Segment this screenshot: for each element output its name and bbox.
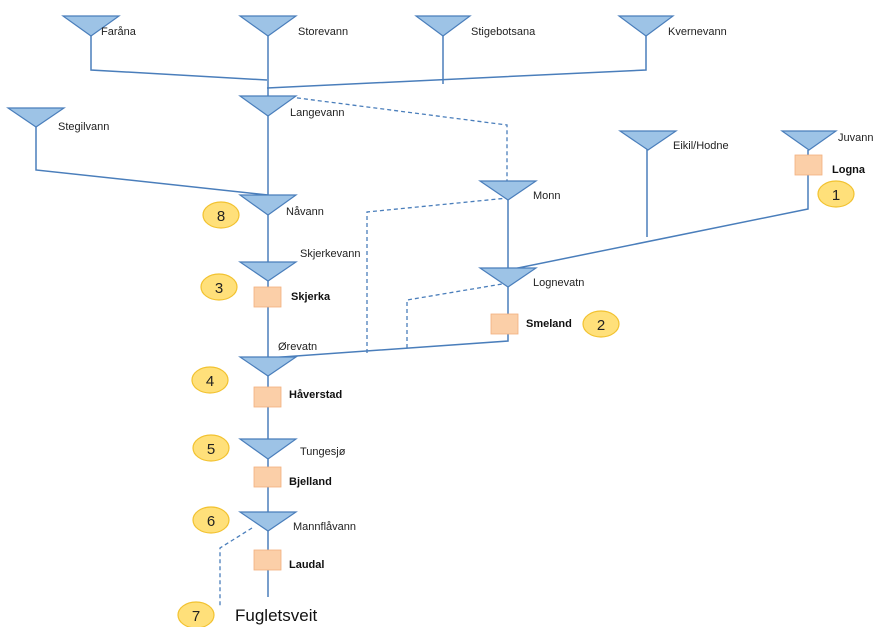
reservoir-triangle-icon <box>238 194 298 216</box>
reservoir-label: Kvernevann <box>668 26 727 38</box>
reservoir-lognevatn: Lognevatn <box>478 267 584 289</box>
reservoir-triangle-icon <box>238 261 298 282</box>
reservoir-triangle-icon <box>414 15 472 37</box>
svg-text:7: 7 <box>192 608 200 625</box>
reservoir-farana: Faråna <box>61 15 137 38</box>
plant-label: Skjerka <box>291 291 331 303</box>
reservoir-triangle-icon <box>6 107 66 128</box>
reservoir-orevatn: Ørevatn <box>238 341 317 377</box>
reservoir-triangle-icon <box>618 130 678 151</box>
reservoir-juvann: Juvann <box>780 130 873 151</box>
svg-text:4: 4 <box>206 373 214 390</box>
plant-box-icon <box>253 386 282 408</box>
reservoir-triangle-icon <box>238 438 298 460</box>
plant-box-icon <box>253 286 282 308</box>
svg-text:8: 8 <box>217 208 225 225</box>
plant-box-icon <box>794 154 823 176</box>
reservoir-skjerkevann: Skjerkevann <box>238 248 361 282</box>
svg-text:3: 3 <box>215 280 223 297</box>
reservoir-tungesjo: Tungesjø <box>238 438 346 460</box>
reservoir-stegilvann: Stegilvann <box>6 107 109 133</box>
reservoir-storevann: Storevann <box>238 15 348 38</box>
reservoir-stigebotsana: Stigebotsana <box>414 15 536 38</box>
badge-7: 7 <box>177 601 215 627</box>
plant-smeland: Smeland <box>490 313 572 335</box>
reservoir-label: Langevann <box>290 107 344 119</box>
svg-text:5: 5 <box>207 441 215 458</box>
plant-box-icon <box>253 466 282 488</box>
reservoir-kvernevann: Kvernevann <box>617 15 727 38</box>
outlet-label: Fugletsveit <box>235 606 317 625</box>
reservoir-label: Stigebotsana <box>471 26 536 38</box>
plant-label: Bjelland <box>289 476 332 488</box>
badge-8: 8 <box>202 201 240 229</box>
reservoir-label: Faråna <box>101 26 137 38</box>
reservoir-label: Ørevatn <box>278 341 317 353</box>
reservoir-label: Mannflåvann <box>293 521 356 533</box>
badge-6: 6 <box>192 506 230 534</box>
badge-5: 5 <box>192 434 230 462</box>
reservoir-label: Eikil/Hodne <box>673 140 729 152</box>
reservoir-langevann: Langevann <box>238 95 344 119</box>
badge-2: 2 <box>582 310 620 338</box>
plant-label: Laudal <box>289 559 324 571</box>
reservoir-triangle-icon <box>617 15 675 37</box>
reservoir-label: Stegilvann <box>58 121 109 133</box>
reservoir-triangle-icon <box>478 180 538 201</box>
badge-1: 1 <box>817 180 855 208</box>
reservoir-triangle-icon <box>238 356 298 377</box>
plant-label: Logna <box>832 164 866 176</box>
plant-label: Smeland <box>526 318 572 330</box>
badge-3: 3 <box>200 273 238 301</box>
solid-connections <box>35 36 809 597</box>
reservoir-label: Juvann <box>838 132 873 144</box>
reservoir-triangle-icon <box>238 95 298 117</box>
reservoir-triangle-icon <box>238 511 298 532</box>
reservoir-label: Monn <box>533 190 561 202</box>
reservoir-label: Tungesjø <box>300 446 346 458</box>
reservoir-mannflavann: Mannflåvann <box>238 511 356 533</box>
badge-4: 4 <box>191 366 229 394</box>
svg-text:6: 6 <box>207 513 215 530</box>
dashed-connections <box>219 96 509 608</box>
reservoir-eikil-hodne: Eikil/Hodne <box>618 130 729 152</box>
reservoir-label: Skjerkevann <box>300 248 361 260</box>
plant-haverstad: Håverstad <box>253 386 342 408</box>
reservoir-triangle-icon <box>780 130 838 151</box>
plant-box-icon <box>490 313 519 335</box>
plant-skjerka: Skjerka <box>253 286 331 308</box>
reservoir-navann: Nåvann <box>238 194 324 218</box>
reservoir-triangle-icon <box>61 15 121 37</box>
reservoir-label: Nåvann <box>286 206 324 218</box>
reservoir-label: Lognevatn <box>533 277 584 289</box>
plant-laudal: Laudal <box>253 549 324 571</box>
reservoir-label: Storevann <box>298 26 348 38</box>
reservoir-monn: Monn <box>478 180 561 202</box>
plant-label: Håverstad <box>289 389 342 401</box>
reservoir-triangle-icon <box>238 15 298 37</box>
plant-bjelland: Bjelland <box>253 466 332 488</box>
plant-logna: Logna <box>794 154 866 176</box>
svg-text:2: 2 <box>597 317 605 334</box>
reservoir-triangle-icon <box>478 267 538 288</box>
plant-box-icon <box>253 549 282 571</box>
svg-text:1: 1 <box>832 187 840 204</box>
